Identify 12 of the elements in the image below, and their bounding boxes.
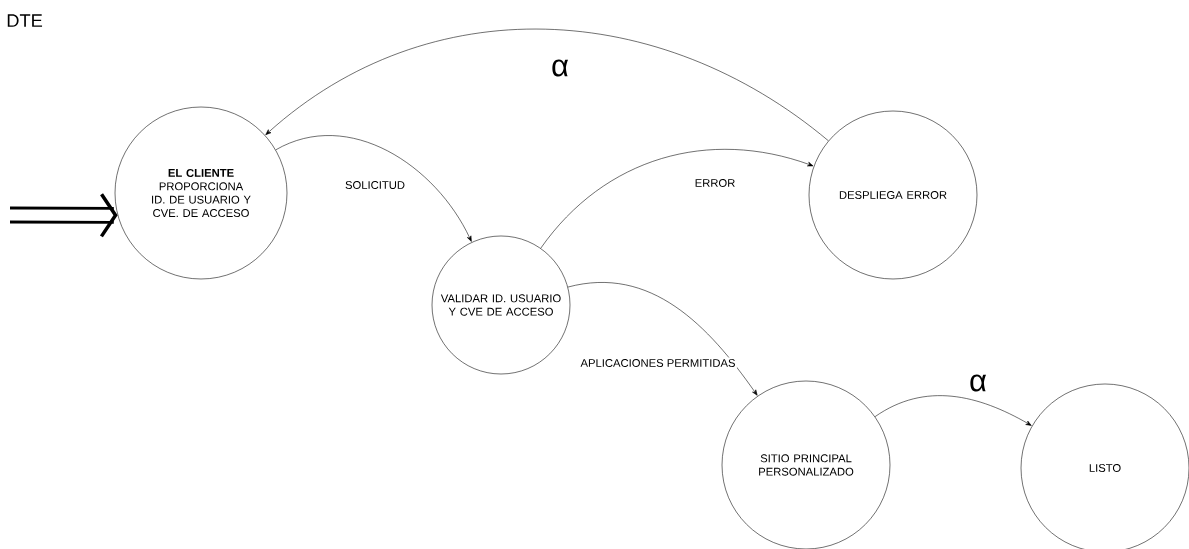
edge-label: α [549,58,571,78]
arrow [275,135,472,242]
arrow [567,282,758,396]
title: DTE [7,14,43,27]
edge-label: α [967,373,989,393]
edge-label: APLICACIONES PERMITIDAS [579,357,737,369]
edge-label: SOLICITUD [343,179,407,191]
arrow [540,149,814,249]
edge-label: ERROR [693,177,737,189]
arrow [265,28,829,142]
arrow [874,395,1032,426]
entry-arrow [10,193,118,238]
